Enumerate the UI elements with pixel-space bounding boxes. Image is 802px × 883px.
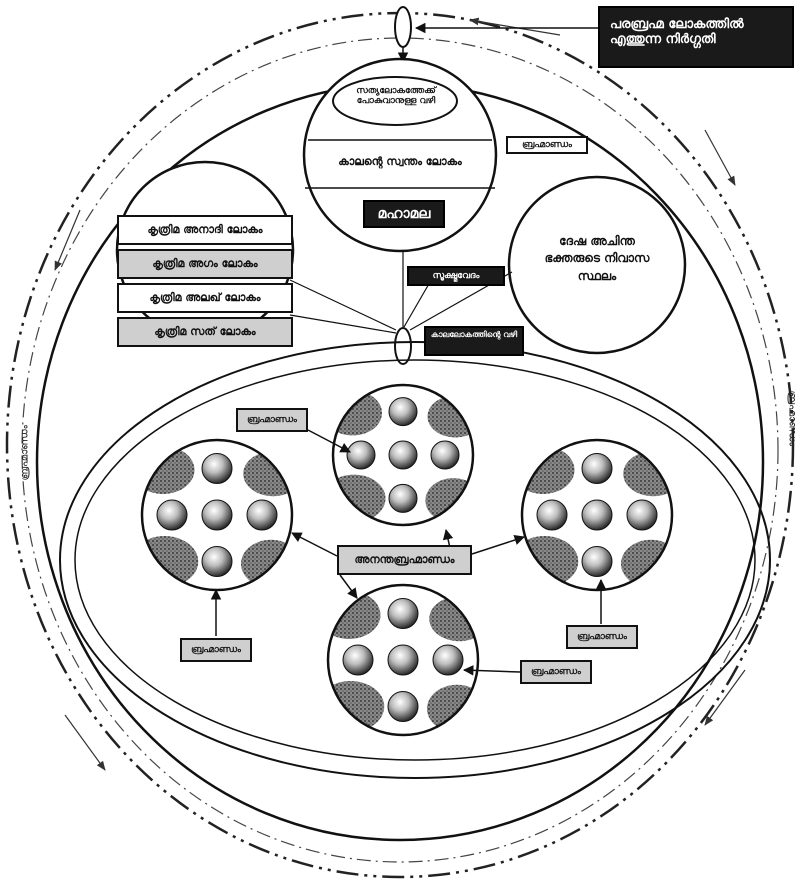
right-circle-text: ദേഷ അചിന്ത ഭക്തരുടെ നിവാസ സ്ഥലം [544, 234, 650, 283]
ring-arrow-left-bottom [64, 714, 106, 771]
left-row-1: കൃത്രിമ അനാദി ലോകം [117, 215, 293, 245]
loka-sphere [346, 440, 376, 470]
arrow-to-left-planet [291, 532, 338, 557]
left-row-2: കൃത്രിമ അഗം ലോകം [117, 249, 293, 279]
arrow-label1 [307, 429, 351, 453]
top-gate [394, 6, 412, 48]
top-circle-dark-box: മഹാമല [363, 200, 445, 228]
brahmanda-label-4: ബ്രഹ്മാണ്ഡം [520, 660, 592, 684]
planet-outline [326, 583, 480, 737]
top-circle-side-tag: ബ്രഹ്മാണ്ഡം [506, 136, 588, 154]
loka-sphere [581, 499, 613, 531]
top-circle-header-oval [332, 76, 458, 126]
loka-sphere [432, 644, 464, 676]
top-circle-header: സത്യലോകത്തേക്ക് പോകുവാനുള്ള വഴി [356, 86, 436, 107]
brahmanda-label-1: ബ്രഹ്മാണ്ഡം [236, 408, 308, 432]
line-tag-to-gate [403, 281, 431, 328]
left-circle-rows: കൃത്രിമ അനാദി ലോകം കൃത്രിമ അഗം ലോകം കൃത്… [117, 215, 293, 347]
line-left2-to-gate [289, 314, 397, 334]
side-text-left: ബ്രഹ്മാണ്ഡം [19, 425, 31, 481]
loka-sphere [430, 440, 460, 470]
planet-outline [520, 438, 674, 592]
loka-sphere [388, 440, 418, 470]
brahmanda-ellipse-outer [59, 341, 771, 779]
loka-sphere [201, 546, 233, 577]
inner-dashdot-ring [21, 37, 779, 863]
loka-sphere [342, 644, 374, 676]
loka-sphere [536, 499, 568, 531]
left-row-3: കൃത്രിമ അലഖ് ലോകം [117, 283, 293, 313]
loka-sphere [387, 691, 419, 722]
planet-outline [331, 383, 475, 527]
loka-sphere [201, 453, 233, 484]
left-row-4: കൃത്രിമ സത് ലോകം [117, 317, 293, 347]
loka-sphere [581, 453, 613, 484]
arrow-to-right-planet [471, 534, 525, 555]
title-box: പരബ്രഹ്മ ലോകത്തിൽ എത്തുന്ന നിർഗ്ഗതി [598, 6, 794, 68]
center-dark-tag: സൂക്ഷ്മവേദം [407, 266, 505, 286]
loka-sphere [387, 644, 419, 676]
ring-arrow-left-top [54, 209, 81, 271]
center-gate [394, 327, 412, 365]
brahmanda-label-3: ബ്രഹ്മാണ്ഡം [566, 625, 638, 649]
brahmanda-ellipse-inner [74, 359, 756, 761]
loka-sphere [581, 546, 613, 577]
loka-sphere [387, 598, 419, 629]
side-text-right: ബ്രഹ്മാണ്ഡം [786, 390, 798, 446]
right-circle [507, 175, 687, 355]
loka-sphere [246, 499, 278, 531]
loka-sphere [156, 499, 188, 531]
top-circle-middle: കാലന്റെ സ്വന്തം ലോകം [338, 155, 462, 168]
loka-sphere [626, 499, 658, 531]
arrow-to-bottom-planet [339, 574, 358, 599]
loka-sphere [388, 397, 418, 427]
line-left-to-gate [289, 279, 397, 331]
lower-dark-tag: കാലലോകത്തിന്റെ വഴി [424, 326, 524, 356]
brahmanda-label-2: ബ്രഹ്മാണ്ഡം [180, 638, 252, 662]
ring-arrow-right-bottom [704, 669, 746, 726]
loka-sphere [201, 499, 233, 531]
loka-sphere [388, 483, 418, 513]
center-label: അനന്തബ്രഹ്മാണ്ഡം [337, 545, 472, 575]
arrow-label4 [462, 665, 521, 676]
ring-arrow-right-top [704, 129, 736, 186]
